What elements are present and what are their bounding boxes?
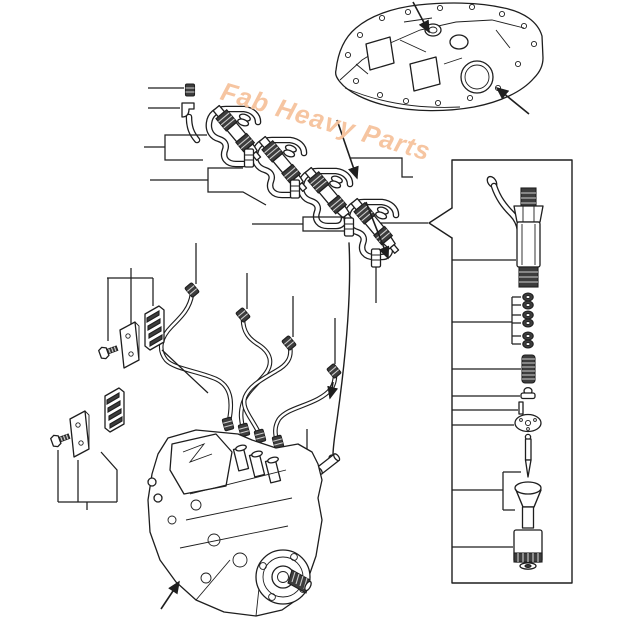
pump-boss (200, 572, 212, 584)
injector-detail-box (380, 159, 573, 584)
clamp-mount-line-upper (161, 349, 209, 394)
injector-hex-nut (513, 205, 544, 223)
pipe-nut-upper-2 (235, 306, 251, 324)
pump-boss (232, 552, 248, 568)
pump-drive-shaft (287, 569, 312, 594)
pump-body-lines (179, 469, 293, 617)
spacer-plate (514, 413, 542, 433)
clamp-bracket-lower (57, 450, 118, 510)
head-detail-lines (355, 17, 511, 75)
hex-facets (522, 206, 535, 222)
pump-side-bolt (153, 493, 163, 503)
clamp-bracket-upper (107, 268, 154, 341)
injector-body-detail (486, 175, 544, 288)
clamp-bolt-upper (97, 341, 120, 361)
pipe-stub-1 (243, 148, 255, 168)
valve-seat (449, 34, 469, 50)
injection-pipe-3 (241, 344, 293, 436)
pump-side-bolt (147, 477, 157, 487)
pipe-nut-upper-4 (326, 362, 342, 380)
clamp-block-lower (104, 387, 125, 433)
detail-box-notch (428, 207, 453, 239)
bracket-unit2 (150, 167, 267, 206)
barrel-highlights (521, 224, 536, 265)
pump-boss (207, 533, 221, 547)
injector-bore (460, 60, 494, 94)
washer-comb-leader (452, 296, 521, 345)
bracket-unit1 (144, 134, 207, 161)
return-hose (332, 242, 351, 456)
pipe-leaders (195, 243, 336, 364)
spring-seat (520, 386, 536, 400)
clamp-block-upper (144, 305, 165, 351)
injection-pipes (158, 243, 342, 450)
clamp-plate-upper (119, 321, 140, 369)
nozzle-body (514, 481, 542, 529)
cap-nut (184, 83, 196, 97)
injector-row-leaders (144, 87, 413, 303)
pipe-nut-upper-1 (184, 281, 200, 299)
detail-box-border (451, 159, 573, 584)
pump-arrow (160, 580, 180, 610)
clamp-bolt-lower (49, 429, 72, 449)
retaining-nut (513, 529, 543, 570)
pipe-nut-upper-3 (281, 334, 297, 352)
bracket-unit4 (252, 216, 345, 232)
needle-valve (524, 433, 532, 478)
pump-top-cover (169, 433, 233, 495)
removal-arrow-lower (365, 201, 390, 260)
intake-port (409, 56, 441, 92)
cover-zigzag (182, 443, 213, 463)
pipe-stub-4 (370, 248, 382, 268)
pipe-down-arrow (327, 381, 339, 400)
detail-box-leaders (452, 259, 521, 548)
nozzle-bracket-leader (452, 471, 521, 511)
pump-boss (167, 515, 177, 525)
head-install-arrow (412, 1, 430, 34)
washer-set (522, 292, 534, 349)
head-bolt-holes (344, 3, 538, 107)
head-bottom-edge (344, 87, 461, 108)
pipe-clamp-upper (97, 268, 209, 394)
injector-barrel (516, 221, 541, 268)
pipe-stub-3 (343, 217, 355, 237)
pipe-clamp-lower (49, 387, 125, 510)
lower-thread-lines (519, 271, 538, 283)
injection-pipe-1 (158, 291, 234, 424)
inlet-stud-threads (521, 192, 536, 204)
cylinder-head-drawing (334, 1, 544, 115)
injector-row (144, 83, 413, 303)
injection-pipe-2 (238, 316, 273, 432)
injection-pump-drawing (147, 429, 323, 617)
removal-arrow-upper (336, 119, 359, 180)
delivery-valve-section (232, 444, 282, 484)
injector-bore-inner (464, 64, 490, 90)
clamp-plate-lower (69, 410, 90, 458)
push-rod (518, 401, 524, 415)
head-side-arrow (495, 86, 530, 115)
pipe-nut-lower-1 (221, 416, 235, 432)
nozzle-spring (521, 354, 536, 384)
pump-boss (190, 499, 202, 511)
injection-pipe-4 (273, 372, 338, 444)
bracket-unit3 (350, 157, 413, 178)
elbow-fitting (181, 102, 201, 144)
intake-port (365, 36, 395, 71)
pipe-stub-2 (289, 179, 301, 199)
